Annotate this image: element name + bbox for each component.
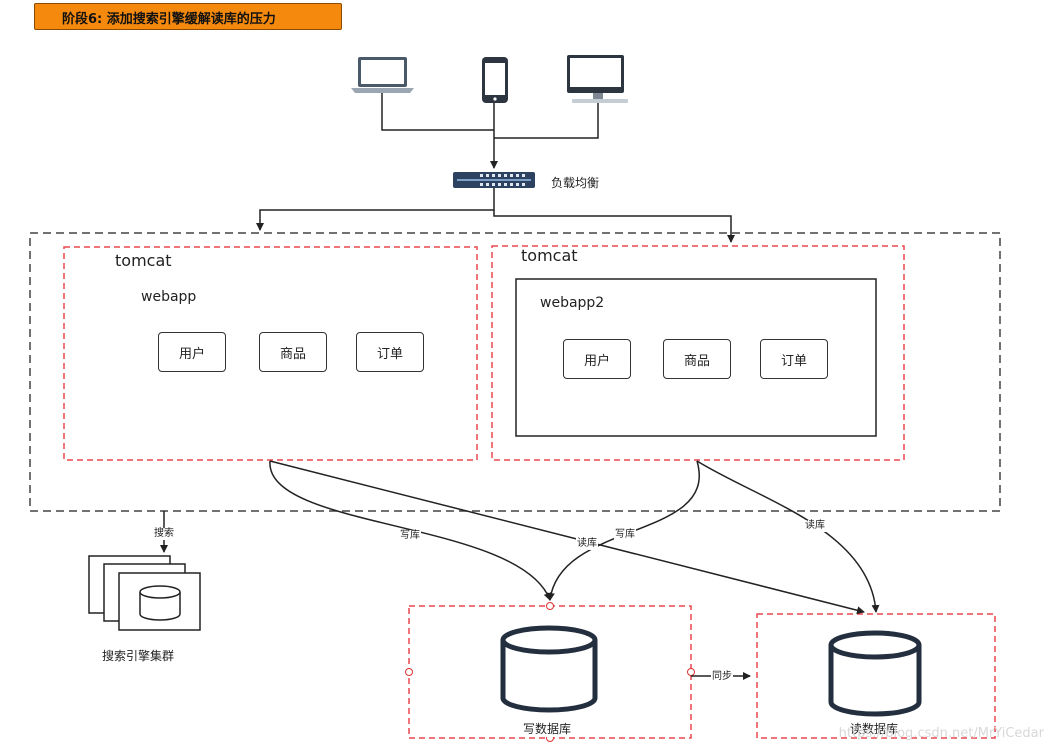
webapp2-label: webapp2: [540, 295, 605, 311]
search-cluster-label: 搜索引擎集群: [102, 649, 175, 663]
edge-label-sync: 同步: [711, 671, 733, 683]
edge-label-read-left: 读库: [576, 538, 598, 550]
read-db-boundary: [756, 613, 996, 739]
module-user: 用户: [563, 339, 631, 379]
switch-icon: [453, 172, 535, 188]
laptop-icon: [351, 57, 414, 93]
title-banner: 阶段6: 添加搜索引擎缓解读库的压力: [34, 3, 342, 30]
search-cluster-icon: [88, 555, 201, 631]
module-user: 用户: [158, 332, 226, 372]
smartphone-icon: [482, 57, 508, 103]
edge-label-read-right: 读库: [804, 520, 826, 532]
read-database-icon: [828, 630, 922, 717]
module-order: 订单: [760, 339, 828, 379]
webapp2-box: [515, 278, 877, 437]
tomcat-right-label: tomcat: [521, 246, 578, 265]
module-product: 商品: [259, 332, 327, 372]
edge-label-write-left: 写库: [399, 530, 421, 542]
connection-handle: [687, 668, 695, 676]
read-db-label: 读数据库: [848, 720, 901, 737]
load-balancer-label: 负载均衡: [551, 176, 600, 190]
watermark: https://blog.csdn.net/MrYiCedar: [838, 726, 1044, 741]
database-icon: [139, 585, 181, 621]
desktop-icon: [567, 55, 628, 103]
tomcat-left-boundary: [63, 246, 478, 461]
connection-handle: [405, 668, 413, 676]
write-db-label: 写数据库: [521, 720, 574, 737]
module-order: 订单: [356, 332, 424, 372]
webapp-left-label: webapp: [141, 289, 197, 305]
tomcat-right-boundary: [491, 245, 905, 461]
edge-label-search: 搜索: [153, 528, 175, 540]
module-product: 商品: [663, 339, 731, 379]
tomcat-left-label: tomcat: [115, 251, 172, 270]
write-database-icon: [500, 625, 598, 713]
connection-handle: [546, 602, 554, 610]
page-title: 阶段6: 添加搜索引擎缓解读库的压力: [62, 12, 276, 27]
edge-label-write-right: 写库: [614, 529, 636, 541]
server-cluster-boundary: [29, 232, 1001, 512]
